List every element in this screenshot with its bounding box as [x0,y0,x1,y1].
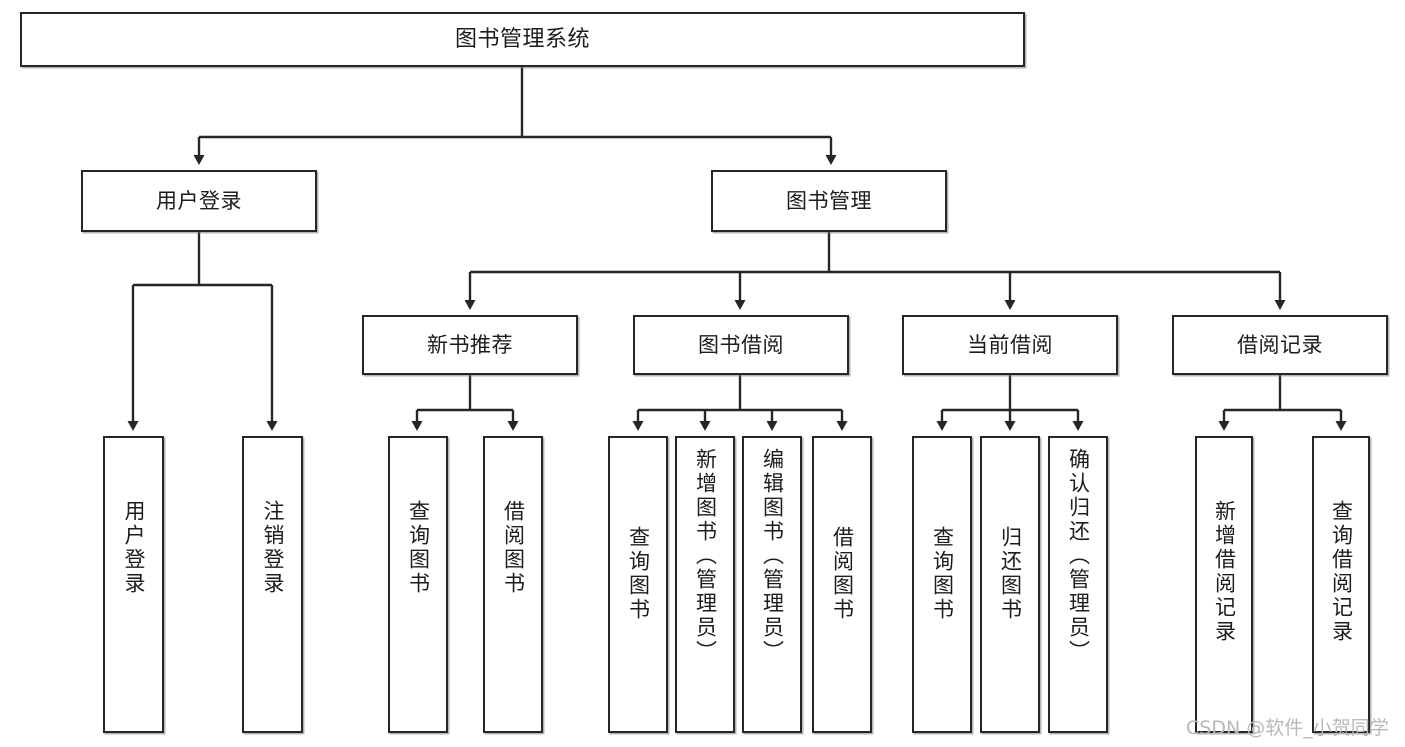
node-label: 新书推荐 [427,332,513,357]
node-label: 确认归还（管理员） [1066,448,1091,664]
node-label: 借阅图书 [501,500,526,596]
node-label: 注销登录 [261,500,285,596]
leaf-logout[interactable]: 注销登录 [242,436,303,733]
leaf-borrow-book-recommend[interactable]: 借阅图书 [483,436,543,733]
node-root-system[interactable]: 图书管理系统 [20,12,1025,67]
node-label: 查询借阅记录 [1329,500,1354,644]
node-label: 当前借阅 [967,332,1053,357]
node-label: 新增借阅记录 [1212,500,1237,644]
leaf-return-book[interactable]: 归还图书 [980,436,1040,733]
node-label: 图书管理系统 [454,26,590,52]
leaf-add-book-admin[interactable]: 新增图书（管理员） [675,436,735,733]
node-label: 归还图书 [998,526,1023,622]
node-user-login[interactable]: 用户登录 [81,170,317,232]
leaf-query-borrow-record[interactable]: 查询借阅记录 [1312,436,1370,733]
leaf-query-book-recommend[interactable]: 查询图书 [388,436,448,733]
node-label: 编辑图书（管理员） [760,448,785,664]
node-label: 查询图书 [626,526,651,622]
node-label: 用户登录 [122,500,146,596]
node-label: 图书借阅 [698,332,784,357]
node-book-manage[interactable]: 图书管理 [711,170,947,232]
node-label: 新增图书（管理员） [693,448,718,664]
leaf-query-book-current[interactable]: 查询图书 [912,436,972,733]
node-current-borrow[interactable]: 当前借阅 [902,315,1118,375]
csdn-watermark: CSDN @软件_小贺同学 [1186,717,1389,739]
node-label: 查询图书 [406,500,431,596]
node-label: 借阅记录 [1237,332,1323,357]
leaf-query-book-borrow[interactable]: 查询图书 [608,436,668,733]
leaf-confirm-return-admin[interactable]: 确认归还（管理员） [1048,436,1108,733]
node-label: 查询图书 [930,526,955,622]
node-label: 用户登录 [156,188,242,213]
leaf-add-borrow-record[interactable]: 新增借阅记录 [1195,436,1253,733]
leaf-borrow-book-borrow[interactable]: 借阅图书 [812,436,872,733]
leaf-user-login[interactable]: 用户登录 [103,436,164,733]
node-label: 图书管理 [786,188,872,213]
node-new-book-recommend[interactable]: 新书推荐 [362,315,578,375]
node-borrow-record[interactable]: 借阅记录 [1172,315,1388,375]
node-label: 借阅图书 [830,526,855,622]
leaf-edit-book-admin[interactable]: 编辑图书（管理员） [742,436,802,733]
node-book-borrow[interactable]: 图书借阅 [633,315,849,375]
